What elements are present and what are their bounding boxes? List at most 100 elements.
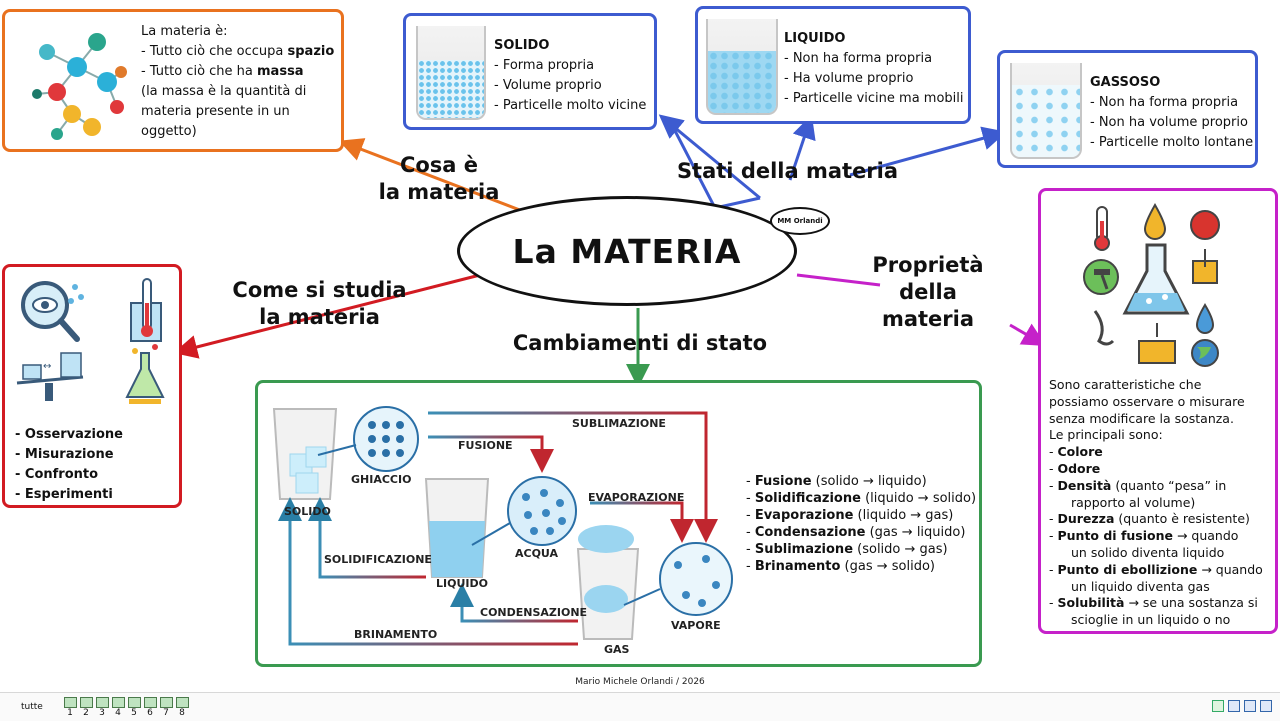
page-thumbnails: 1 2 3 4 5 6 7 8 [64,697,189,718]
page-number: 1 [67,708,73,718]
page-thumb[interactable]: 2 [80,697,93,718]
page-number: 7 [163,708,169,718]
page-number: 5 [131,708,137,718]
branch-proprieta: Proprietà della materia [872,253,984,331]
proprieta-item-desc: (quanto è resistente) [1114,511,1250,527]
page-thumb[interactable]: 8 [176,697,189,718]
cambiamenti-item-desc: (solido → liquido) [811,474,927,489]
diagram-evaporazione-label: EVAPORAZIONE [588,491,685,504]
diagram-condensazione-label: CONDENSAZIONE [480,606,588,619]
gassoso-item: - Particelle molto lontane [1090,135,1254,150]
study-icons: ↔ [16,278,165,404]
liquid-beaker-icon [706,19,778,115]
proprieta-item: - Colore [1049,444,1103,460]
cambiamenti-item: - Solidificazione (liquido → solido) [746,491,977,506]
proprieta-item: - Odore [1049,460,1101,476]
svg-text:↔: ↔ [43,361,51,372]
center-node: La MATERIA [457,196,797,306]
proprieta-text: Sono caratteristiche che possiamo osserv… [1049,377,1277,629]
next-page-icon[interactable] [1260,700,1272,712]
cosa-line2-bold: massa [257,64,304,79]
cambiamenti-item-name: Condensazione [754,525,866,540]
cosa-box: La materia è: - Tutto ciò che occupa spa… [2,9,344,152]
all-pages-link[interactable]: tutte [21,702,43,712]
proprieta-item-name: Odore [1057,460,1101,476]
cambiamenti-item: - Evaporazione (liquido → gas) [746,508,954,523]
come-box: ↔ - Osservazione - Misurazione - Confron… [2,264,182,508]
gassoso-item: - Non ha forma propria [1090,95,1239,110]
page-thumb[interactable]: 3 [96,697,109,718]
gassoso-title: GASSOSO [1090,75,1161,90]
come-item: - Osservazione [15,427,123,442]
proprieta-item-name: Colore [1057,444,1103,460]
cosa-line3: (la massa è la quantità di [141,84,307,99]
prev-page-icon[interactable] [1228,700,1240,712]
cosa-line5: oggetto) [141,124,197,139]
refresh-icon[interactable] [1212,700,1224,712]
liquido-text: LIQUIDO - Non ha forma propria - Ha volu… [784,29,964,109]
stop-icon[interactable] [1244,700,1256,712]
solido-text: SOLIDO - Forma propria - Volume proprio … [494,36,646,116]
cambiamenti-item-name: Brinamento [754,559,841,574]
proprieta-item: - Densità (quanto “pesa” in [1049,477,1227,493]
proprieta-item-desc: → quando [1172,528,1239,544]
dissolve-box-icon [1138,323,1176,364]
molecule-icon [32,33,127,140]
diagram-gas-label: GAS [604,643,630,656]
cosa-line1-text: - Tutto ciò che occupa [141,44,288,59]
balance-scale-icon: ↔ [16,352,84,401]
liquido-title: LIQUIDO [784,31,846,46]
branch-cambiamenti: Cambiamenti di stato [512,331,768,355]
come-item: - Misurazione [15,447,114,462]
cambiamenti-item-desc: (liquido → gas) [853,508,954,523]
nav-buttons [1212,700,1272,712]
proprieta-item-cont: un solido diventa liquido [1071,544,1225,560]
flask-experiment-icon [125,344,165,404]
proprieta-item-name: Solubilità [1057,595,1125,611]
ice-particles-icon [317,406,419,472]
bottom-toolbar: tutte 1 2 3 4 5 6 7 8 [0,692,1280,721]
flask-icon [1122,243,1190,315]
proprieta-item-name: Durezza [1057,511,1115,527]
diagram-vapore-label: VAPORE [671,619,721,632]
page-thumb[interactable]: 4 [112,697,125,718]
cambiamenti-item: - Sublimazione (solido → gas) [746,542,948,557]
proprieta-item-name: Punto di ebollizione [1057,561,1198,577]
cosa-intro: La materia è: [141,24,228,39]
liquido-box: LIQUIDO - Non ha forma propria - Ha volu… [695,6,971,124]
page-thumb[interactable]: 7 [160,697,173,718]
diagram-solido-label: SOLIDO [284,505,331,518]
nose-icon [1093,310,1115,346]
cambiamenti-box: SOLIDO GHIACCIO LIQUIDO ACQUA GAS VAPORE… [255,380,982,667]
cambiamenti-item: - Brinamento (gas → solido) [746,559,935,574]
diagram-fusione-label: FUSIONE [458,439,513,452]
proprieta-item-name: Punto di fusione [1057,528,1173,544]
page-thumb[interactable]: 1 [64,697,77,718]
page-thumb[interactable]: 5 [128,697,141,718]
proprieta-item-desc: → quando [1197,561,1263,577]
cambiamenti-list: - Fusione (solido → liquido) - Solidific… [746,473,976,575]
cambiamenti-item-name: Solidificazione [754,491,861,506]
diagram-liquido-label: LIQUIDO [436,577,488,590]
solido-title: SOLIDO [494,38,550,53]
proprieta-item-cont: un liquido diventa gas [1071,578,1210,594]
drop-blue-icon [1195,303,1215,334]
gassoso-text: GASSOSO - Non ha forma propria - Non ha … [1090,73,1253,153]
proprieta-box: Sono caratteristiche che possiamo osserv… [1038,188,1278,634]
proprieta-item-desc: (quanto “pesa” in [1111,477,1227,493]
properties-icons [1083,202,1220,367]
water-particles-icon [471,476,577,546]
vapor-particles-icon [623,542,733,616]
proprieta-item: - Solubilità → se una sostanza si [1049,595,1258,611]
page-thumb[interactable]: 6 [144,697,157,718]
thermometer-icon [1094,206,1110,251]
branch-cosa: Cosa è la materia [378,153,500,204]
liquid-glass-icon [424,478,490,578]
cosa-line1-bold: spazio [287,44,335,59]
globe-icon [1191,339,1219,367]
page-number: 6 [147,708,153,718]
solido-item: - Particelle molto vicine [494,98,647,113]
proprieta-item-cont: rapporto al volume) [1071,494,1196,510]
cambiamenti-item-desc: (liquido → solido) [860,491,977,506]
